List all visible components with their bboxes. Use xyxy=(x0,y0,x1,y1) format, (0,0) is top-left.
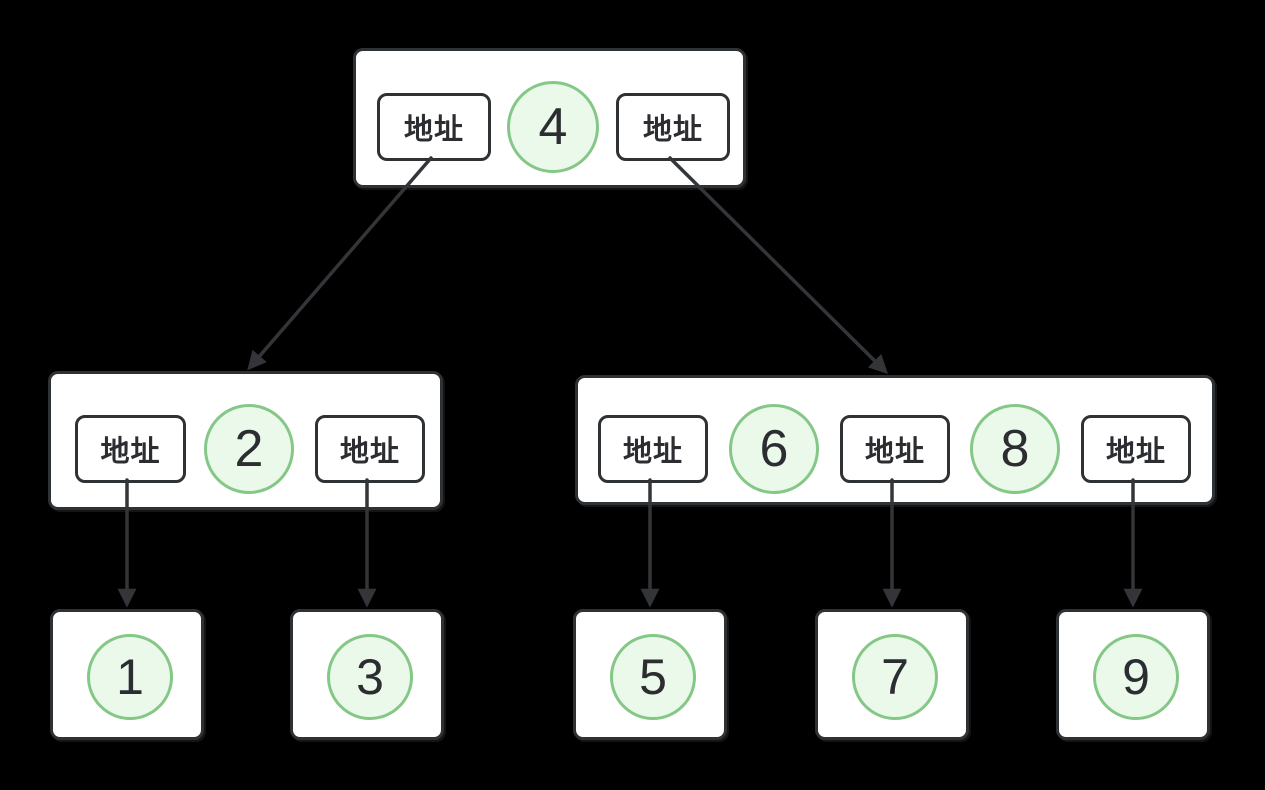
btree-leaf-5: 5 xyxy=(573,609,727,740)
key-circle-8: 8 xyxy=(970,404,1060,494)
edge-root-to-node-2 xyxy=(247,156,433,371)
node-6-8-pointer-1-box: 地址 xyxy=(598,415,708,483)
key-circle-1: 1 xyxy=(87,634,173,720)
key-circle-4: 4 xyxy=(507,81,599,173)
root-pointer-right-box: 地址 xyxy=(616,93,730,161)
key-circle-2: 2 xyxy=(204,404,294,494)
btree-leaf-9: 9 xyxy=(1056,609,1210,740)
key-circle-9: 9 xyxy=(1093,634,1179,720)
node-2-pointer-left-box: 地址 xyxy=(75,415,186,483)
node-2-pointer-right-box: 地址 xyxy=(315,415,425,483)
btree-leaf-7: 7 xyxy=(815,609,969,740)
btree-leaf-1: 1 xyxy=(50,609,204,740)
btree-node-6-8: 地址 6 地址 8 地址 xyxy=(575,375,1215,505)
btree-node-2: 地址 2 地址 xyxy=(48,371,443,510)
edge-root-to-node-6-8 xyxy=(668,156,889,374)
btree-leaf-3: 3 xyxy=(290,609,444,740)
node-6-8-pointer-3-box: 地址 xyxy=(1081,415,1191,483)
root-pointer-left-box: 地址 xyxy=(377,93,491,161)
key-circle-5: 5 xyxy=(610,634,696,720)
key-circle-6: 6 xyxy=(729,404,819,494)
key-circle-3: 3 xyxy=(327,634,413,720)
btree-node-root: 地址 4 地址 xyxy=(353,48,746,188)
key-circle-7: 7 xyxy=(852,634,938,720)
node-6-8-pointer-2-box: 地址 xyxy=(840,415,950,483)
